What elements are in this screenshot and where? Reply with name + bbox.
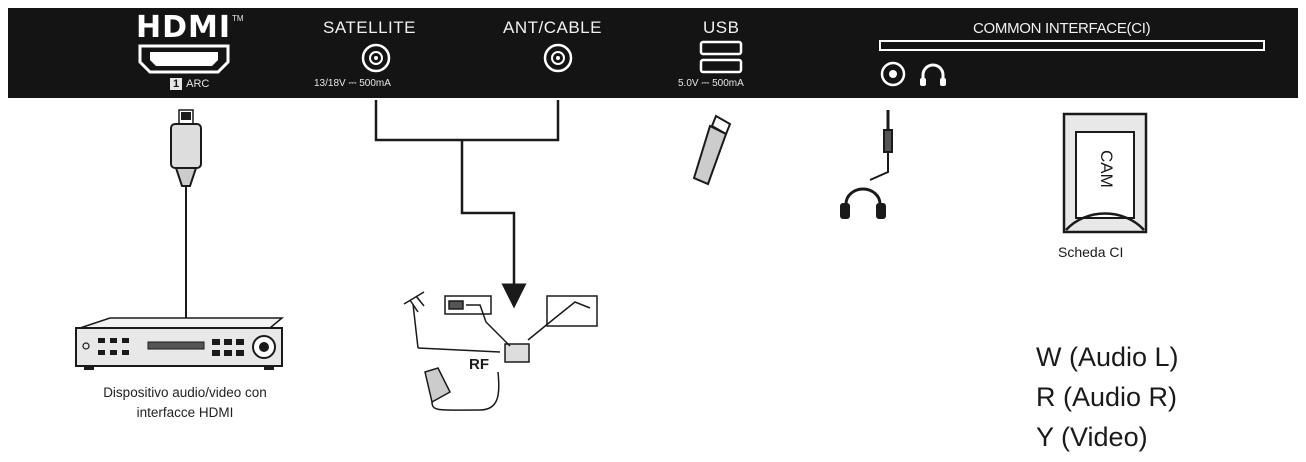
usb-spec: 5.0V ⎓ 500mA — [678, 78, 744, 89]
satellite-label: SATELLITE — [323, 18, 416, 37]
ci-slot — [879, 40, 1265, 51]
audio-jack-icon — [880, 61, 906, 87]
antenna-cable-lines — [374, 100, 560, 309]
hdmi-port-icon — [138, 44, 230, 74]
av-receiver-icon — [75, 317, 285, 370]
legend-yellow: Y (Video) — [1036, 422, 1148, 452]
ci-label: COMMON INTERFACE(CI) — [973, 20, 1151, 37]
cam-label: CAM — [1097, 150, 1116, 188]
hdmi-cable-icon — [170, 109, 202, 318]
usb-stick-icon — [692, 114, 732, 186]
av-device-caption-line-2: interfacce HDMI — [136, 405, 234, 420]
av-device-caption: Dispositivo audio/video con interfacce H… — [60, 383, 310, 423]
usb-port-icon — [699, 40, 743, 74]
hdmi-logo: HDMI — [136, 10, 232, 45]
legend-white: W (Audio L) — [1036, 342, 1179, 372]
cable-color-legend: W (Audio L) R (Audio R) Y (Video) — [1036, 337, 1179, 457]
ci-card-caption: Scheda CI — [1058, 244, 1124, 260]
hdmi-arc-text: ARC — [186, 78, 210, 90]
hdmi-port-number: 1 — [170, 78, 183, 90]
headphones-icon — [840, 110, 893, 219]
satellite-connector-icon — [361, 43, 391, 73]
rf-label: RF — [469, 356, 489, 373]
ci-cam-card-icon — [1062, 112, 1148, 234]
ant-cable-connector-icon — [543, 43, 573, 73]
legend-red: R (Audio R) — [1036, 382, 1178, 412]
tv-rear-panel — [8, 8, 1298, 98]
hdmi-trademark: TM — [232, 14, 244, 23]
rf-antenna-icon — [403, 291, 598, 411]
usb-label: USB — [703, 18, 740, 37]
satellite-spec: 13/18V ⎓ 500mA — [314, 78, 391, 89]
headphone-port-icon — [920, 63, 946, 86]
av-device-caption-line-1: Dispositivo audio/video con — [103, 385, 267, 400]
ant-cable-label: ANT/CABLE — [503, 18, 602, 37]
